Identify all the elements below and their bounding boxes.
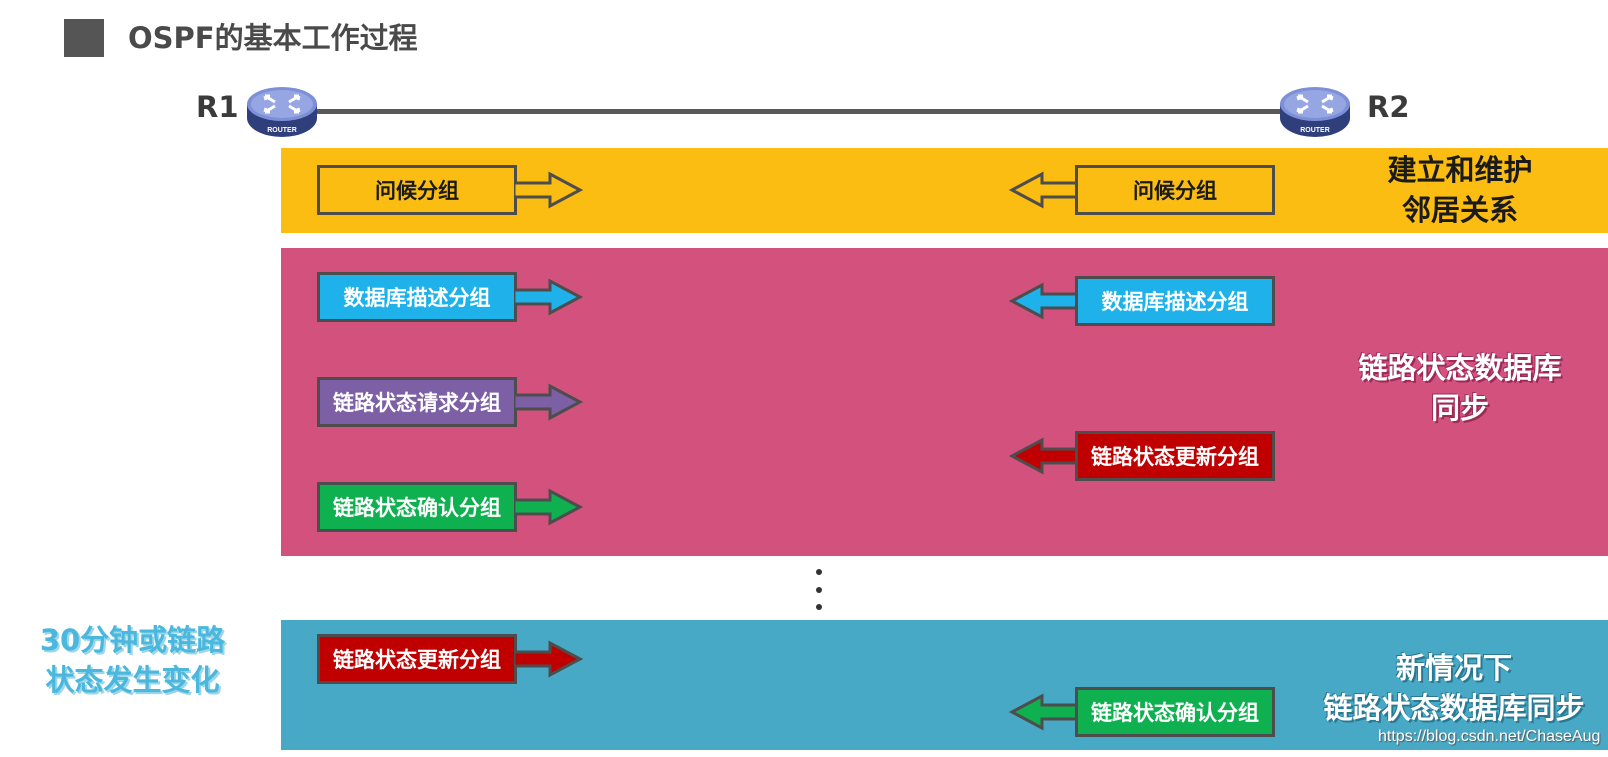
arrow-left-icon: [1008, 282, 1078, 320]
phase-lsdb-sync-label: 链路状态数据库 同步: [1330, 348, 1590, 428]
router-r1-label: R1: [196, 90, 239, 124]
packet-dd-r1: 数据库描述分组: [317, 272, 584, 322]
link-line: [305, 109, 1285, 114]
packet-lsu-r1-new-label: 链路状态更新分组: [317, 634, 517, 684]
packet-lsu-r2-label: 链路状态更新分组: [1075, 431, 1275, 481]
arrow-left-icon: [1008, 693, 1078, 731]
packet-lsr-r1: 链路状态请求分组: [317, 377, 584, 427]
phase-neighbor-label: 建立和维护 邻居关系: [1360, 150, 1560, 230]
trigger-note-line1: 30分钟或链路: [39, 623, 226, 657]
packet-hello-r2: 问候分组: [1008, 165, 1275, 215]
arrow-left-icon: [1008, 437, 1078, 475]
phase-resync-label-line1: 新情况下: [1395, 651, 1512, 685]
phase-neighbor-label-line1: 建立和维护: [1387, 153, 1533, 187]
packet-lsr-r1-label: 链路状态请求分组: [317, 377, 517, 427]
packet-lsack-r1-label: 链路状态确认分组: [317, 482, 517, 532]
router-r1-caption: ROUTER: [267, 127, 297, 134]
phase-lsdb-sync-label-line2: 同步: [1430, 391, 1489, 425]
router-r2-caption: ROUTER: [1300, 127, 1330, 134]
trigger-note: 30分钟或链路 状态发生变化: [20, 620, 245, 700]
arrow-left-icon: [1008, 171, 1078, 209]
packet-hello-r2-label: 问候分组: [1075, 165, 1275, 215]
packet-dd-r1-label: 数据库描述分组: [317, 272, 517, 322]
router-r2-label: R2: [1367, 90, 1410, 124]
continuation-dot-2: [816, 587, 822, 593]
packet-hello-r1: 问候分组: [317, 165, 584, 215]
packet-lsu-r1-new: 链路状态更新分组: [317, 634, 584, 684]
router-r2-icon: ROUTER: [1280, 87, 1350, 137]
page-title: OSPF的基本工作过程: [128, 21, 418, 55]
packet-dd-r2: 数据库描述分组: [1008, 276, 1275, 326]
arrow-right-icon: [514, 278, 584, 316]
title-marker: [64, 19, 104, 57]
phase-lsdb-sync-label-line1: 链路状态数据库: [1358, 351, 1562, 385]
packet-dd-r2-label: 数据库描述分组: [1075, 276, 1275, 326]
packet-lsack-r2-new: 链路状态确认分组: [1008, 687, 1275, 737]
packet-lsu-r2: 链路状态更新分组: [1008, 431, 1275, 481]
arrow-right-icon: [514, 488, 584, 526]
arrow-right-icon: [514, 640, 584, 678]
continuation-dot-1: [816, 569, 822, 575]
continuation-dot-3: [816, 604, 822, 610]
packet-lsack-r1: 链路状态确认分组: [317, 482, 584, 532]
router-r1-icon: ROUTER: [247, 87, 317, 137]
arrow-right-icon: [514, 171, 584, 209]
packet-hello-r1-label: 问候分组: [317, 165, 517, 215]
packet-lsack-r2-new-label: 链路状态确认分组: [1075, 687, 1275, 737]
phase-resync-label-line2: 链路状态数据库同步: [1323, 691, 1585, 725]
phase-resync-label: 新情况下 链路状态数据库同步: [1300, 648, 1608, 728]
trigger-note-line2: 状态发生变化: [45, 663, 220, 697]
arrow-right-icon: [514, 383, 584, 421]
watermark: https://blog.csdn.net/ChaseAug: [1378, 728, 1601, 745]
phase-neighbor-label-line2: 邻居关系: [1401, 193, 1518, 227]
